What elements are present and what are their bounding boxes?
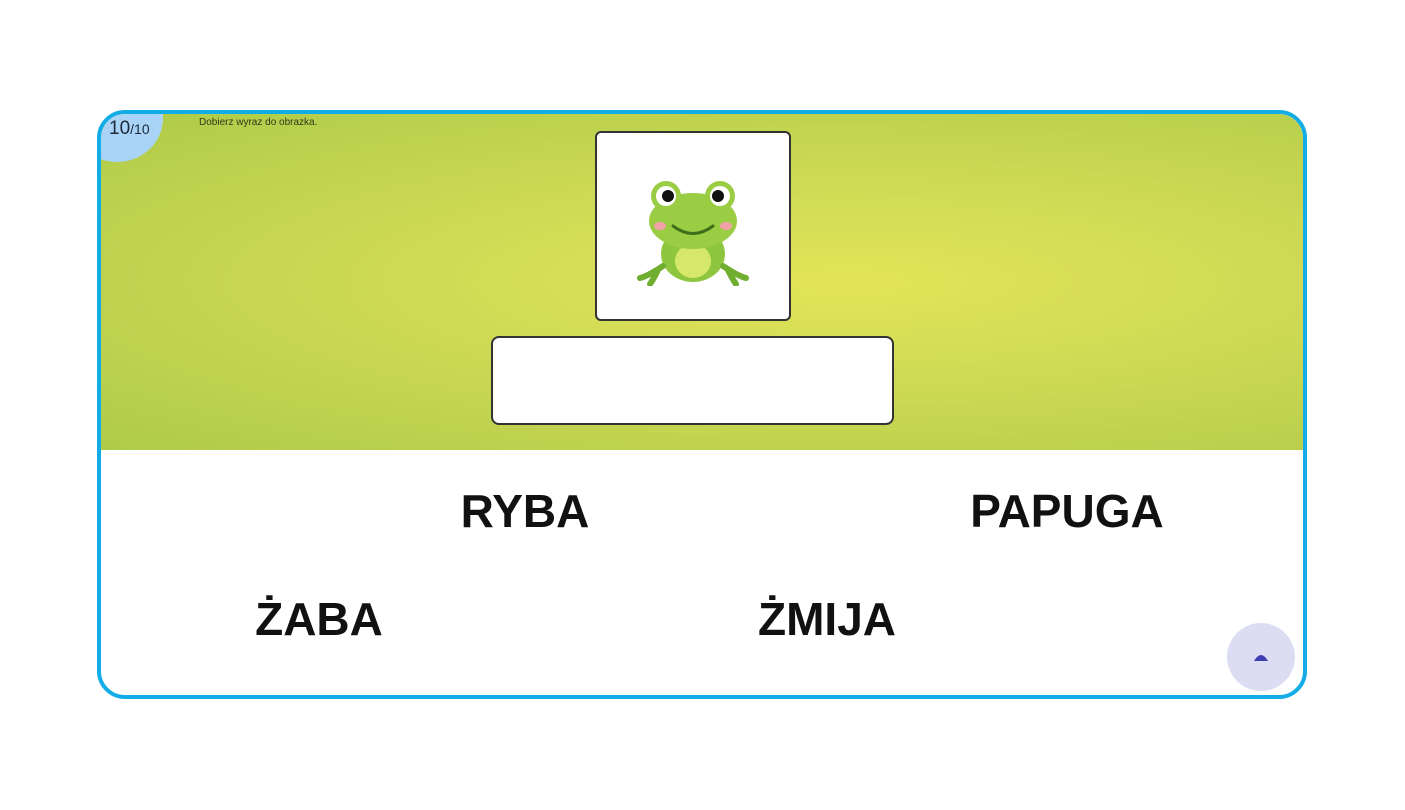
caret-up-icon [1254,655,1268,661]
progress-total: /10 [130,121,150,137]
game-frame: 10/10 Dobierz wyraz do obrazka. RYBA PAP… [97,110,1307,699]
task-area: 10/10 Dobierz wyraz do obrazka. [101,114,1303,450]
progress-counter: 10/10 [109,118,150,140]
picture-card [595,131,791,321]
scroll-up-button[interactable] [1227,623,1295,691]
answer-drop-zone[interactable] [491,336,894,425]
progress-current: 10 [109,118,131,139]
word-option-zmija[interactable]: ŻMIJA [758,593,896,645]
frog-icon [637,181,749,286]
word-option-zaba[interactable]: ŻABA [255,593,383,645]
instruction-text: Dobierz wyraz do obrazka. [199,117,318,128]
word-option-ryba[interactable]: RYBA [460,485,590,537]
word-option-papuga[interactable]: PAPUGA [970,485,1164,537]
